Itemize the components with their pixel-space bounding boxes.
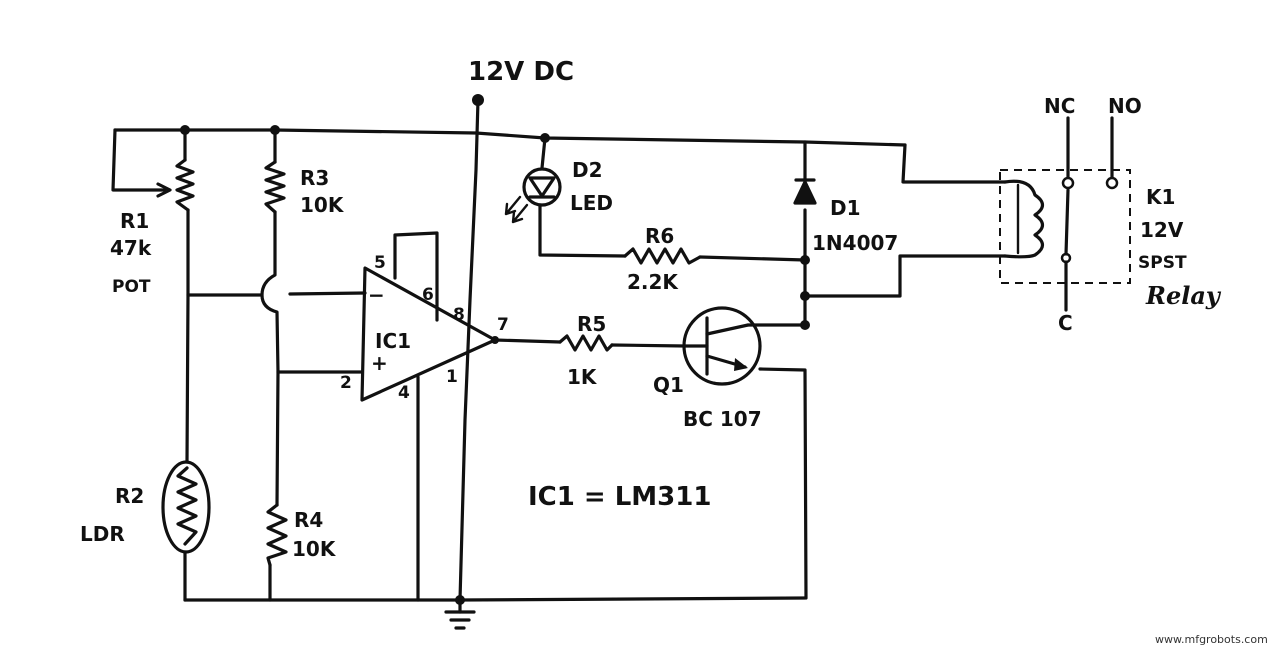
d2-value: LED xyxy=(570,191,613,215)
d1-diode-symbol xyxy=(793,178,817,205)
r3-value: 10K xyxy=(300,193,345,217)
inverting-sign: − xyxy=(368,283,385,307)
k1-type: SPST xyxy=(1138,253,1187,273)
k1-name: Relay xyxy=(1145,281,1222,310)
nc-label: NC xyxy=(1044,94,1075,118)
supply-terminal xyxy=(472,94,484,106)
wire-r6-collector xyxy=(698,255,807,262)
watermark: www.mfgrobots.com xyxy=(1155,633,1268,646)
wire-emitter xyxy=(758,367,808,600)
k1-voltage: 12V xyxy=(1140,218,1184,242)
no-contact xyxy=(1105,176,1119,190)
no-label: NO xyxy=(1108,94,1142,118)
wire-d2-top xyxy=(540,136,547,170)
r3-symbol xyxy=(264,160,286,214)
d2-ref: D2 xyxy=(572,158,603,182)
junction xyxy=(270,125,280,135)
wire-output xyxy=(493,338,562,344)
d2-led-symbol xyxy=(504,167,562,224)
pin-2-label: 2 xyxy=(340,373,352,393)
junction xyxy=(800,255,810,265)
wire-d2-r6 xyxy=(538,203,627,258)
q1-transistor-symbol xyxy=(682,306,762,386)
ground-icon xyxy=(444,598,476,630)
r6-symbol xyxy=(623,247,702,265)
c-label: C xyxy=(1058,311,1073,335)
r2-type: LDR xyxy=(80,522,125,546)
d1-ref: D1 xyxy=(830,196,861,220)
wire-r3-r4 xyxy=(260,210,280,507)
r2-ref: R2 xyxy=(115,484,144,508)
r1-ref: R1 xyxy=(120,209,149,233)
pin-1-label: 1 xyxy=(446,367,458,387)
r4-ref: R4 xyxy=(294,508,323,532)
junction-dots xyxy=(180,94,810,605)
pin-6-label: 6 xyxy=(422,285,434,305)
top-supply-rail xyxy=(113,128,907,147)
k1-relay-symbol xyxy=(999,116,1131,312)
wire-coil-bottom xyxy=(803,254,1007,298)
ic1-ref: IC1 xyxy=(375,329,411,353)
wire-inverting-right xyxy=(288,291,367,296)
r3-ref: R3 xyxy=(300,166,329,190)
pin-7-label: 7 xyxy=(497,315,509,335)
q1-value: BC 107 xyxy=(683,407,762,431)
junction xyxy=(800,320,810,330)
pin-8-label: 8 xyxy=(453,305,465,325)
junction xyxy=(800,291,810,301)
supply-line xyxy=(458,98,480,602)
supply-label: 12V DC xyxy=(468,57,574,87)
pot-wiper-loop xyxy=(111,128,167,192)
wire-r5-base xyxy=(610,343,687,348)
pin-4-label: 4 xyxy=(398,383,410,403)
r1-pot-symbol xyxy=(175,158,195,212)
relay-coil xyxy=(1003,179,1045,259)
junction xyxy=(540,133,550,143)
r1-value: 47k xyxy=(110,236,152,260)
r1-type: POT xyxy=(112,277,151,297)
r4-value: 10K xyxy=(292,537,337,561)
relay-arm xyxy=(1064,188,1070,256)
nc-contact xyxy=(1061,176,1075,190)
k1-ref: K1 xyxy=(1146,185,1175,209)
d1-value: 1N4007 xyxy=(812,231,898,255)
r4-symbol xyxy=(266,503,288,567)
r2-ldr-symbol xyxy=(161,460,211,554)
r5-symbol xyxy=(558,334,614,352)
noninverting-sign: + xyxy=(371,351,388,375)
wire-coil-top xyxy=(901,143,1007,184)
r6-value: 2.2K xyxy=(627,270,679,294)
r5-ref: R5 xyxy=(577,312,606,336)
r6-ref: R6 xyxy=(645,224,674,248)
ic1-comparator xyxy=(360,266,499,402)
junction xyxy=(180,125,190,135)
ic1-note: IC1 = LM311 xyxy=(528,482,711,512)
r5-value: 1K xyxy=(567,365,598,389)
wire-r1-r2 xyxy=(185,208,190,464)
ground-rail xyxy=(183,596,807,602)
q1-ref: Q1 xyxy=(653,373,684,397)
wire-pin6-loop xyxy=(393,231,439,322)
wiring xyxy=(111,98,1007,602)
pot-wiper-arrow xyxy=(156,182,172,198)
pin-5-label: 5 xyxy=(374,253,386,273)
